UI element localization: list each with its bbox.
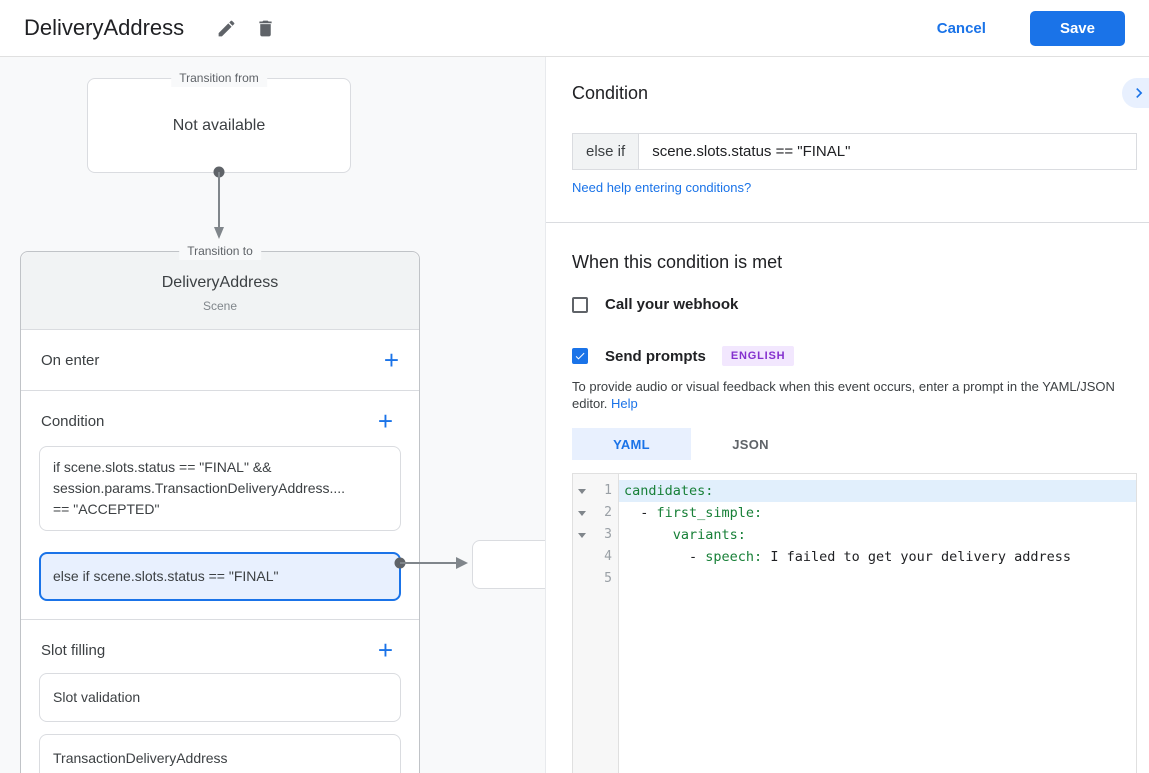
- editor-format-tabs: YAML JSON: [572, 428, 810, 460]
- code-text: variants:: [672, 527, 746, 543]
- editor-line[interactable]: 1 candidates:: [573, 480, 1136, 502]
- language-badge: ENGLISH: [721, 346, 795, 366]
- panel-title: Condition: [572, 83, 649, 103]
- line-number: 3: [604, 527, 612, 542]
- prompt-help-link[interactable]: Help: [611, 396, 638, 411]
- check-icon: [575, 352, 585, 360]
- code-text: candidates:: [619, 480, 1136, 502]
- line-number: 1: [604, 483, 612, 498]
- collapse-panel-button[interactable]: [1122, 78, 1149, 108]
- line-number: 4: [604, 549, 612, 564]
- cancel-button[interactable]: Cancel: [917, 12, 1006, 45]
- transition-from-legend: Transition from: [171, 70, 267, 87]
- editor-line[interactable]: 5: [573, 568, 1136, 590]
- webhook-label: Call your webhook: [605, 296, 739, 313]
- trash-icon: [259, 20, 272, 36]
- tab-json[interactable]: JSON: [691, 428, 810, 460]
- slot-parameter-item[interactable]: TransactionDeliveryAddress: [39, 734, 401, 773]
- condition-prefix-label: else if: [573, 134, 640, 169]
- line-number: 5: [604, 571, 612, 586]
- scene-type-label: Scene: [202, 299, 238, 313]
- condition-section: Condition + if scene.slots.status == "FI…: [21, 391, 419, 620]
- flow-arrow-down: [213, 166, 225, 239]
- condition-expression-input[interactable]: [639, 134, 1136, 169]
- prompt-editor-note: To provide audio or visual feedback when…: [572, 379, 1115, 411]
- fold-spacer: [573, 568, 590, 590]
- transition-from-box: Transition from Not available: [87, 70, 351, 173]
- fold-arrow-icon[interactable]: [573, 480, 590, 502]
- fold-spacer: [573, 546, 590, 568]
- scene-editor-main: Transition from Not available Transition…: [0, 57, 1149, 773]
- editor-line[interactable]: 4 - speech: I failed to get your deliver…: [573, 546, 1136, 568]
- editor-line[interactable]: 2 - first_simple:: [573, 502, 1136, 524]
- flow-canvas: Transition from Not available Transition…: [0, 57, 572, 773]
- send-prompts-checkbox[interactable]: [572, 348, 588, 364]
- add-on-enter-button[interactable]: +: [378, 347, 405, 373]
- delete-icon-button[interactable]: [251, 14, 280, 43]
- scene-name: DeliveryAddress: [161, 274, 279, 291]
- condition-item-if[interactable]: if scene.slots.status == "FINAL" && sess…: [39, 446, 401, 531]
- send-prompts-label: Send prompts: [605, 347, 706, 365]
- tab-yaml[interactable]: YAML: [572, 428, 691, 460]
- code-text: [619, 568, 1136, 590]
- condition-section-label: Condition: [41, 412, 105, 430]
- slot-filling-section: Slot filling + Slot validation Transacti…: [21, 620, 419, 773]
- fold-arrow-icon[interactable]: [573, 502, 590, 524]
- conditions-help-link[interactable]: Need help entering conditions?: [572, 180, 752, 195]
- line-number: 2: [604, 505, 612, 520]
- edit-icon-button[interactable]: [212, 14, 241, 43]
- on-enter-label: On enter: [41, 351, 100, 369]
- page-title: DeliveryAddress: [24, 15, 185, 40]
- call-webhook-checkbox-row[interactable]: Call your webhook: [572, 296, 738, 313]
- save-button[interactable]: Save: [1029, 10, 1125, 46]
- app-header: DeliveryAddress Cancel Save: [0, 0, 1149, 57]
- code-text: - first_simple:: [624, 505, 763, 521]
- add-condition-button[interactable]: +: [372, 408, 399, 434]
- scene-card-header: DeliveryAddress Scene: [21, 252, 419, 330]
- condition-input: else if: [572, 133, 1137, 170]
- editor-line[interactable]: 3 variants:: [573, 524, 1136, 546]
- when-condition-heading: When this condition is met: [572, 252, 783, 272]
- flow-connector-arrow: [394, 557, 468, 569]
- webhook-checkbox[interactable]: [572, 296, 588, 313]
- scene-card: Transition to DeliveryAddress Scene On e…: [20, 243, 420, 773]
- fold-arrow-icon[interactable]: [573, 524, 590, 546]
- transition-from-content: Not available: [172, 116, 266, 134]
- panel-divider: [546, 222, 1149, 223]
- slot-filling-label: Slot filling: [41, 641, 106, 659]
- slot-validation-item[interactable]: Slot validation: [39, 673, 401, 722]
- editor-gutter: [573, 474, 619, 773]
- chevron-right-icon: [1136, 88, 1143, 98]
- add-slot-button[interactable]: +: [372, 637, 399, 663]
- on-enter-section: On enter +: [21, 330, 419, 391]
- transition-to-legend: Transition to: [179, 243, 261, 260]
- code-text: - speech: I failed to get your delivery …: [624, 549, 1072, 565]
- pencil-icon: [218, 20, 235, 36]
- condition-detail-panel: Condition else if Need help entering con…: [545, 57, 1149, 773]
- condition-item-elseif-selected[interactable]: else if scene.slots.status == "FINAL": [39, 552, 401, 601]
- send-prompts-checkbox-row[interactable]: Send prompts ENGLISH: [572, 346, 795, 366]
